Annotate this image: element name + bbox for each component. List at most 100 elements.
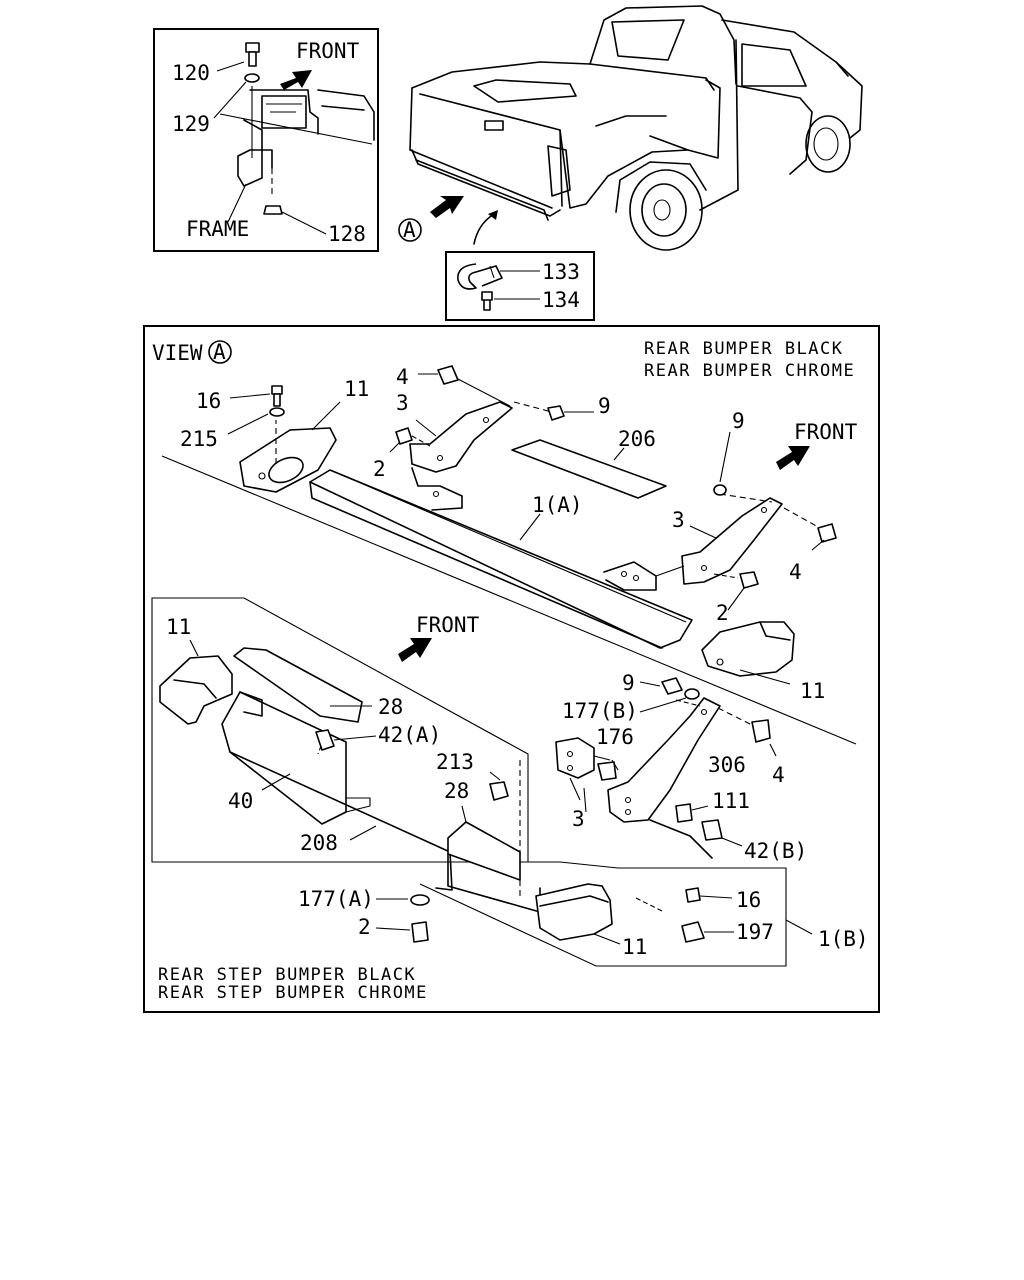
- step-pad-28: [233, 647, 363, 723]
- part-label-176: 176: [596, 725, 634, 749]
- bolt-2-left: [395, 427, 413, 445]
- part-label-2-step: 2: [358, 915, 371, 939]
- part-label-197: 197: [736, 920, 774, 944]
- part-label-1a: 1(A): [532, 493, 583, 517]
- bracket-outline: [249, 89, 319, 135]
- step-bumper-left-box: [151, 597, 529, 863]
- part-label-2-right: 2: [716, 601, 729, 625]
- step-end-cap-left-11: [159, 655, 233, 725]
- part-label-3: 3: [396, 391, 409, 415]
- part-label-40: 40: [228, 789, 253, 813]
- part-label-306: 306: [708, 753, 746, 777]
- nut-111: [675, 803, 693, 823]
- spare-tire: [473, 79, 577, 103]
- body-crease: [595, 115, 667, 127]
- step-front-label: FRONT: [416, 613, 480, 637]
- inset-border: [153, 28, 379, 252]
- part-label-111: 111: [712, 789, 750, 813]
- part-label-3-right: 3: [672, 508, 685, 532]
- part-label-28-center: 28: [444, 779, 469, 803]
- part-label-28-top: 28: [378, 695, 403, 719]
- caption-rear-bumper-black: REAR BUMPER BLACK: [644, 339, 844, 359]
- washer-177a: [410, 894, 430, 906]
- roof-line: [721, 19, 849, 77]
- part-label-213: 213: [436, 750, 474, 774]
- washer-177b: [684, 688, 700, 700]
- nut-9-step: [661, 677, 683, 695]
- upper-front-label: FRONT: [794, 420, 858, 444]
- caption-step-bumper-chrome: REAR STEP BUMPER CHROME: [158, 983, 428, 1003]
- nut-42b: [701, 819, 723, 841]
- view-a-marker-circle: [398, 218, 422, 242]
- part-label-9-right: 9: [732, 409, 745, 433]
- bolt-16-step: [685, 887, 701, 903]
- caption-step-bumper-black: REAR STEP BUMPER BLACK: [158, 965, 416, 985]
- end-cap-right-11: [701, 621, 795, 677]
- part-label-42b: 42(B): [744, 839, 807, 863]
- nut-197: [681, 921, 705, 943]
- view-circle-letter: A: [213, 340, 226, 364]
- view-a-marker: A: [403, 218, 416, 242]
- part-label-206: 206: [618, 427, 656, 451]
- part-label-215: 215: [180, 427, 218, 451]
- part-label-11-step-right: 11: [622, 935, 647, 959]
- bolt-4-left: [437, 365, 459, 385]
- part-label-42a: 42(A): [378, 723, 441, 747]
- inset-front-label: FRONT: [296, 39, 360, 63]
- tailgate-handle: [484, 120, 504, 131]
- tailgate-outline: [409, 87, 553, 209]
- view-label: VIEW: [152, 341, 203, 365]
- front-arrow-icon-lower: [398, 638, 432, 662]
- washer-129: [244, 73, 260, 83]
- view-a-header: VIEW A REAR BUMPER BLACK REAR BUMPER CHR…: [152, 339, 854, 381]
- part-label-4-right: 4: [789, 560, 802, 584]
- bolt-2-step: [411, 921, 429, 943]
- bolt-4-right: [817, 523, 837, 543]
- part-label-177b: 177(B): [562, 699, 638, 723]
- rear-wheel: [629, 169, 703, 251]
- part-label-9: 9: [598, 394, 611, 418]
- part-label-129: 129: [172, 112, 210, 136]
- step-bumper-assembly: REAR STEP BUMPER BLACK REAR STEP BUMPER …: [151, 597, 869, 1003]
- tow-hook-133: [457, 263, 503, 290]
- front-wheel: [805, 115, 851, 173]
- step-end-cap-right-11: [535, 883, 613, 941]
- part-label-11-right: 11: [800, 679, 825, 703]
- part-label-120: 120: [172, 61, 210, 85]
- nut-176: [597, 761, 617, 781]
- washer-215: [269, 407, 285, 417]
- nut-42a: [315, 729, 335, 751]
- pad-206: [511, 439, 667, 499]
- hitch-plate: [261, 95, 307, 129]
- bracket-177b: [555, 737, 595, 779]
- rear-window: [611, 19, 685, 61]
- part-label-4: 4: [396, 365, 409, 389]
- nut-9-left: [547, 405, 565, 421]
- section-divider-line: [161, 455, 857, 745]
- part-label-208: 208: [300, 831, 338, 855]
- inset-frame-mount: FRONT 120 129 FRAME 128: [153, 28, 379, 252]
- part-label-177a: 177(A): [298, 887, 374, 911]
- bolt-120: [245, 42, 260, 67]
- side-window: [741, 43, 807, 87]
- nut-213: [489, 781, 509, 801]
- bolt-16: [271, 385, 283, 395]
- pickup-truck-illustration: A: [398, 5, 863, 251]
- bolt-4-step: [751, 719, 771, 743]
- part-label-16-step: 16: [736, 888, 761, 912]
- bracket-left-3: [409, 401, 513, 473]
- nut-128: [263, 205, 283, 215]
- hook-inset-border: [445, 251, 595, 321]
- bracket-306: [607, 697, 721, 823]
- nut-9-right: [713, 484, 727, 496]
- view-a-arrow-icon: [430, 196, 464, 218]
- frame-bracket: [237, 119, 273, 187]
- part-label-16: 16: [196, 389, 221, 413]
- part-label-4-step: 4: [772, 763, 785, 787]
- cab-rear: [589, 5, 737, 85]
- part-label-3-step: 3: [572, 807, 585, 831]
- frame-label: FRAME: [186, 217, 249, 241]
- front-arrow-icon-upper: [776, 446, 810, 470]
- part-label-134: 134: [542, 288, 580, 312]
